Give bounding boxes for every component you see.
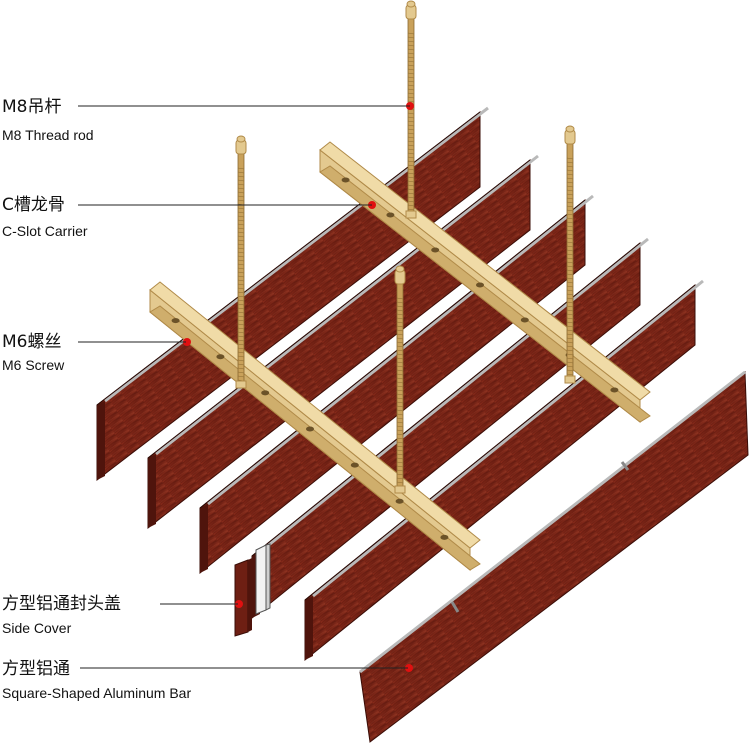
thread-rod — [564, 125, 576, 384]
label-side-cover-en: Side Cover — [2, 620, 72, 636]
slot-hole — [520, 317, 529, 323]
slot-hole — [440, 534, 449, 540]
slot-hole — [395, 498, 404, 504]
slot-hole — [261, 390, 270, 396]
thread-rods — [235, 0, 576, 494]
label-aluminum-bar-cn: 方型铝通 — [2, 659, 70, 679]
label-c-slot-carrier-cn: C槽龙骨 — [2, 195, 65, 215]
slot-hole — [306, 426, 314, 432]
slot-hole — [341, 177, 350, 183]
slot-hole — [386, 212, 395, 218]
slot-hole — [350, 462, 359, 468]
label-side-cover-cn: 方型铝通封头盖 — [2, 594, 121, 614]
slot-hole — [610, 387, 619, 393]
thread-rod — [405, 0, 417, 219]
thread-rod — [235, 135, 247, 389]
aluminum-bars — [96, 106, 749, 743]
side-cover — [234, 543, 271, 637]
label-m6-screw-en: M6 Screw — [2, 357, 65, 373]
aluminum-bar-detached — [359, 370, 749, 743]
label-aluminum-bar-en: Square-Shaped Aluminum Bar — [2, 685, 191, 701]
label-thread-rod-en: M8 Thread rod — [2, 127, 94, 143]
slot-hole — [431, 247, 440, 253]
slot-hole — [216, 354, 225, 360]
thread-rod — [394, 265, 406, 494]
labels: M8吊杆 M8 Thread rod C槽龙骨 C-Slot Carrier M… — [2, 97, 410, 701]
marker-side-cover — [235, 600, 243, 608]
label-thread-rod-cn: M8吊杆 — [2, 97, 61, 117]
slot-hole — [171, 318, 180, 324]
slot-hole — [476, 282, 484, 288]
marker-aluminum-bar — [405, 664, 413, 672]
label-c-slot-carrier-en: C-Slot Carrier — [2, 223, 88, 239]
label-m6-screw-cn: M6螺丝 — [2, 332, 61, 352]
marker-m6-screw — [183, 338, 191, 346]
